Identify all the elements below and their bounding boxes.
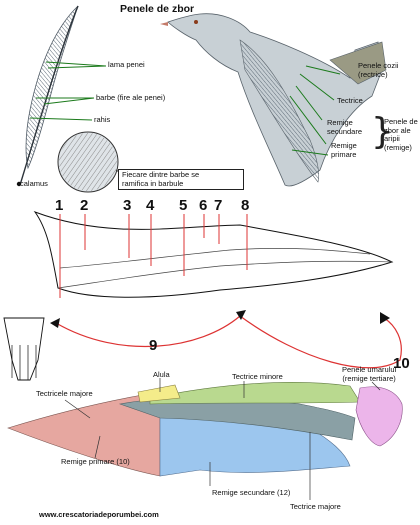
number-4: 4 <box>146 197 155 214</box>
pigeon-illustration <box>160 13 387 187</box>
label-secondaries-bottom: Remige secundare (12) <box>212 488 291 497</box>
remiges-brace: } <box>371 111 394 152</box>
number-6: 6 <box>199 197 208 214</box>
label-tertials: Penele umarului (remige tertiare) <box>342 365 397 383</box>
number-3: 3 <box>123 197 132 214</box>
number-8: 8 <box>241 197 250 214</box>
label-rahis: rahis <box>94 115 111 124</box>
number-7: 7 <box>214 197 223 214</box>
number-2: 2 <box>80 197 89 214</box>
number-10: 10 <box>393 355 410 372</box>
calamus-dot <box>16 181 22 187</box>
flight-feathers-title: Penele de zbor <box>120 3 195 15</box>
colored-wing-diagram <box>7 378 403 500</box>
rachis-line <box>19 5 79 186</box>
feather-illustration <box>16 5 107 187</box>
number-5: 5 <box>179 197 188 214</box>
number-1: 1 <box>55 197 64 214</box>
wing-outline-diagram <box>3 210 402 381</box>
label-primaries-bottom: Remige primare (10) <box>61 457 130 466</box>
label-greater-coverts-left: Tectricele majore <box>36 389 93 398</box>
alula-region <box>137 384 181 403</box>
label-primaries: Remige primare <box>331 141 357 159</box>
website-footer: www.crescatoriadeporumbei.com <box>39 510 159 519</box>
label-lesser-coverts: Tectrice minore <box>232 372 283 381</box>
lesser-coverts-region <box>149 382 361 405</box>
label-wing-remiges: Penele de zbor ale aripii (remige) <box>384 117 418 152</box>
label-calamus: calamus <box>20 179 48 188</box>
label-alula: Alula <box>153 370 170 379</box>
number-9: 9 <box>149 337 158 354</box>
barbule-magnifier <box>57 131 125 193</box>
barbule-note: Fiecare dintre barbe se ramifica in barb… <box>118 169 244 191</box>
label-barbe: barbe (fire ale penei) <box>96 93 166 102</box>
tertials-region <box>355 386 403 447</box>
label-secondaries: Remige secundare <box>327 118 363 136</box>
label-tectrice: Tectrice <box>337 96 363 105</box>
label-greater-coverts-bottom: Tectrice majore <box>290 502 341 511</box>
label-lama-penei: lama penei <box>108 60 145 69</box>
label-tail-feathers: Penele cozii (rectrice) <box>358 61 399 79</box>
